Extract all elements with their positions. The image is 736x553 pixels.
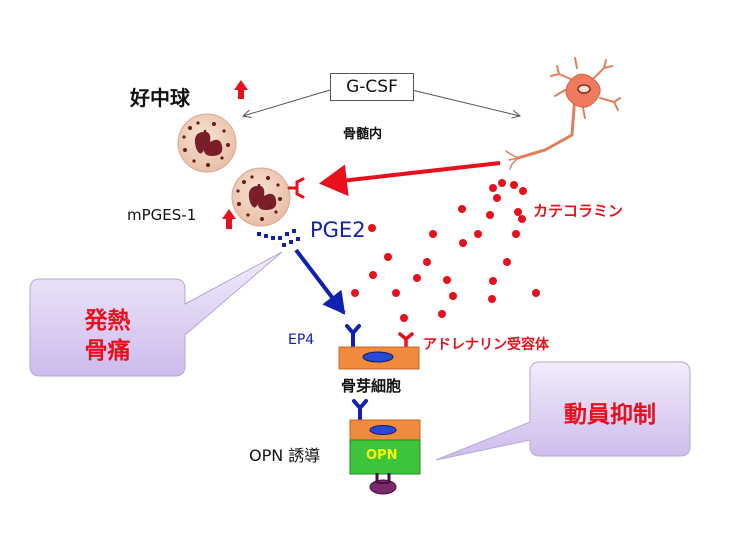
- neutrophil-cell-lower: [231, 167, 305, 227]
- pge2-to-ep4-arrow: [294, 248, 346, 315]
- adrenergic-receptor-neutrophil-icon: [287, 177, 305, 199]
- mobilization-callout-box: [435, 361, 691, 461]
- mpges1-label: mPGES-1: [127, 206, 197, 224]
- g-csf-arrows: [243, 89, 520, 116]
- bone-marrow-label: 骨髄内: [343, 127, 383, 142]
- ep4-receptor-icon: [345, 324, 361, 350]
- fever-pain-callout-text: 発熱 骨痛: [30, 306, 185, 366]
- bone-pain-text: 骨痛: [84, 338, 131, 364]
- opn-induction-label: OPN 誘導: [249, 446, 321, 465]
- fever-text: 発熱: [84, 308, 131, 334]
- fever-pain-callout-box: [29, 251, 283, 377]
- catecholamine-signal-arrow: [319, 161, 501, 197]
- neutrophil-cell-upper: [177, 113, 237, 173]
- neuron-cell-body: [565, 73, 601, 108]
- osteoblast-cell: [338, 346, 420, 370]
- receptor-lower-icon: [352, 399, 368, 423]
- adrenergic-receptor-label: アドレナリン受容体: [423, 337, 549, 353]
- opn-label: OPN: [366, 448, 398, 463]
- ep4-label: EP4: [288, 332, 315, 348]
- increase-arrow-mpges1-icon: [222, 209, 236, 229]
- catecholamine-label: カテコラミン: [533, 202, 624, 220]
- g-csf-box: G-CSF: [330, 73, 414, 101]
- increase-arrow-neutrophil-icon: [234, 80, 248, 99]
- mobilization-suppression-text: 動員抑制: [564, 402, 656, 428]
- osteoblast-label: 骨芽細胞: [341, 377, 402, 395]
- opn-secretion-icon: [369, 473, 397, 495]
- neutrophil-label: 好中球: [130, 86, 190, 110]
- pge2-label: PGE2: [310, 218, 366, 242]
- osteoblast-opn-cell: [349, 419, 421, 475]
- catecholamine-dots: [351, 179, 540, 322]
- adrenergic-receptor-osteoblast-icon: [398, 332, 414, 350]
- pge2-molecules: [257, 229, 300, 247]
- neuron-icon: [505, 57, 621, 170]
